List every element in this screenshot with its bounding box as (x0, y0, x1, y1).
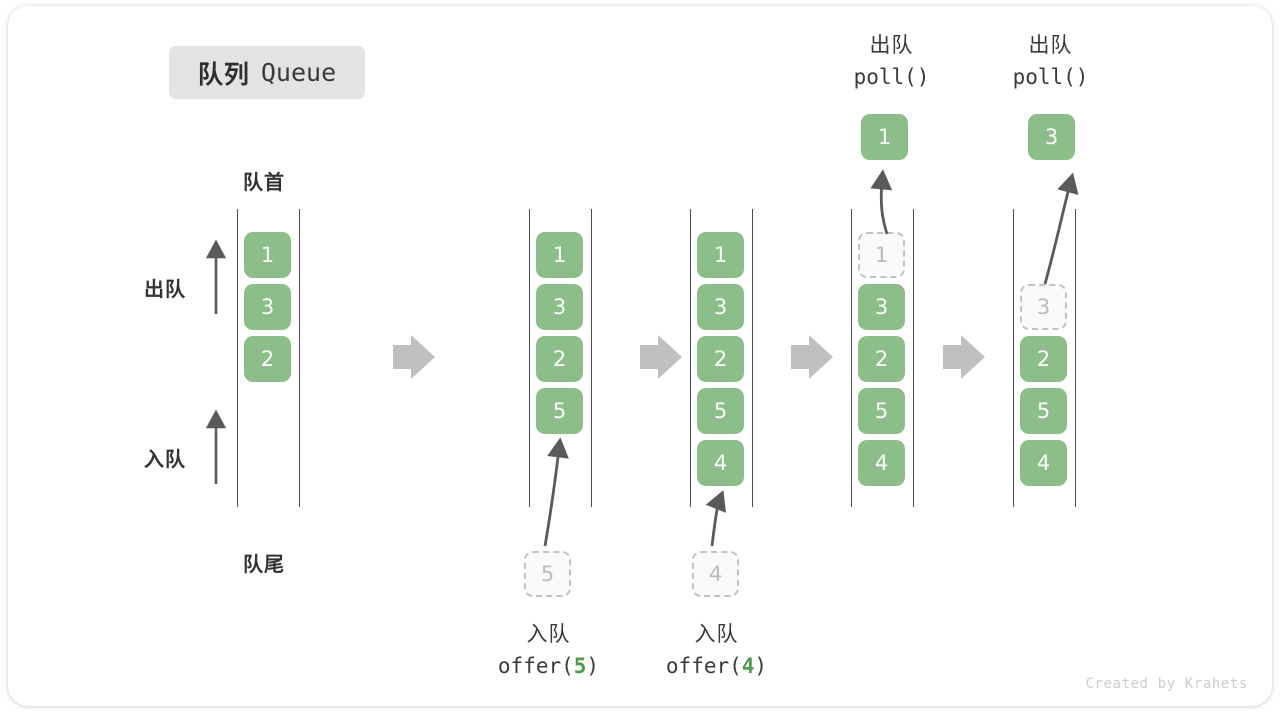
queue-cell: 5 (697, 388, 744, 434)
queue-cell: 2 (244, 336, 291, 382)
title-english: Queue (260, 58, 337, 87)
rail-left-col4 (851, 209, 852, 507)
title-chinese: 队列 (197, 59, 250, 89)
queue-cell: 3 (244, 284, 291, 330)
queue-cell: 4 (697, 440, 744, 486)
outgoing-element-1: 1 (861, 114, 908, 160)
outgoing-element-3: 3 (1028, 114, 1075, 160)
operation-code-offer-5: offer(5) (497, 653, 600, 678)
step-arrow-2 (640, 335, 682, 379)
queue-cell: 1 (697, 232, 744, 278)
diagram-card: 队列 Queue 队首 队尾 出队 入队 出队 poll() 出队 poll()… (8, 6, 1272, 706)
side-label-dequeue: 出队 (144, 277, 186, 301)
watermark: Created by Krahets (1085, 676, 1248, 692)
queue-cell: 2 (858, 336, 905, 382)
operation-code-poll-1: poll() (853, 64, 930, 89)
operation-cn-poll-1: 出队 (869, 33, 914, 57)
rail-left-col2 (529, 209, 530, 507)
queue-cell: 3 (858, 284, 905, 330)
rail-right-col1 (299, 209, 300, 507)
queue-tail-label: 队尾 (243, 552, 285, 576)
operation-label-offer-4: 入队 offer(4) (629, 619, 804, 683)
rail-left-col5 (1013, 209, 1014, 507)
queue-cell: 4 (1020, 440, 1067, 486)
queue-cell-ghost: 3 (1020, 284, 1067, 330)
rail-left-col1 (237, 209, 238, 507)
queue-cell: 1 (536, 232, 583, 278)
diagram-title-badge: 队列 Queue (169, 46, 365, 99)
queue-cell: 5 (858, 388, 905, 434)
operation-code-poll-2: poll() (1012, 64, 1089, 89)
queue-cell: 5 (536, 388, 583, 434)
queue-cell-ghost: 1 (858, 232, 905, 278)
arrows-overlay (205, 169, 1079, 547)
operation-cn-poll-2: 出队 (1028, 33, 1073, 57)
diagram-stage: 队列 Queue 队首 队尾 出队 入队 出队 poll() 出队 poll()… (8, 6, 1272, 706)
queue-cell: 2 (536, 336, 583, 382)
dequeue-arrow-3 (1043, 172, 1079, 285)
operation-code-offer-4: offer(4) (665, 653, 768, 678)
queue-cell: 3 (536, 284, 583, 330)
enqueue-arrow-5 (543, 437, 569, 547)
queue-head-label: 队首 (243, 170, 285, 194)
rail-right-col5 (1075, 209, 1076, 507)
enqueue-arrow-4 (705, 490, 727, 547)
dequeue-arrow-1 (870, 169, 893, 235)
rail-right-col4 (913, 209, 914, 507)
operation-cn-offer-5: 入队 (526, 622, 571, 646)
rail-right-col3 (752, 209, 753, 507)
operation-label-offer-5: 入队 offer(5) (461, 619, 636, 683)
operation-label-poll-1: 出队 poll() (804, 30, 979, 94)
queue-cell: 2 (697, 336, 744, 382)
step-arrow-4 (943, 335, 985, 379)
incoming-element-4: 4 (692, 551, 739, 597)
incoming-element-5: 5 (524, 551, 571, 597)
operation-label-poll-2: 出队 poll() (963, 30, 1138, 94)
queue-cell: 3 (697, 284, 744, 330)
rail-right-col2 (591, 209, 592, 507)
step-arrow-3 (791, 335, 833, 379)
queue-cell: 2 (1020, 336, 1067, 382)
queue-cell: 5 (1020, 388, 1067, 434)
queue-cell: 4 (858, 440, 905, 486)
queue-cell: 1 (244, 232, 291, 278)
side-label-enqueue: 入队 (144, 447, 186, 471)
rail-left-col3 (690, 209, 691, 507)
step-arrow-1 (393, 335, 435, 379)
operation-cn-offer-4: 入队 (694, 622, 739, 646)
